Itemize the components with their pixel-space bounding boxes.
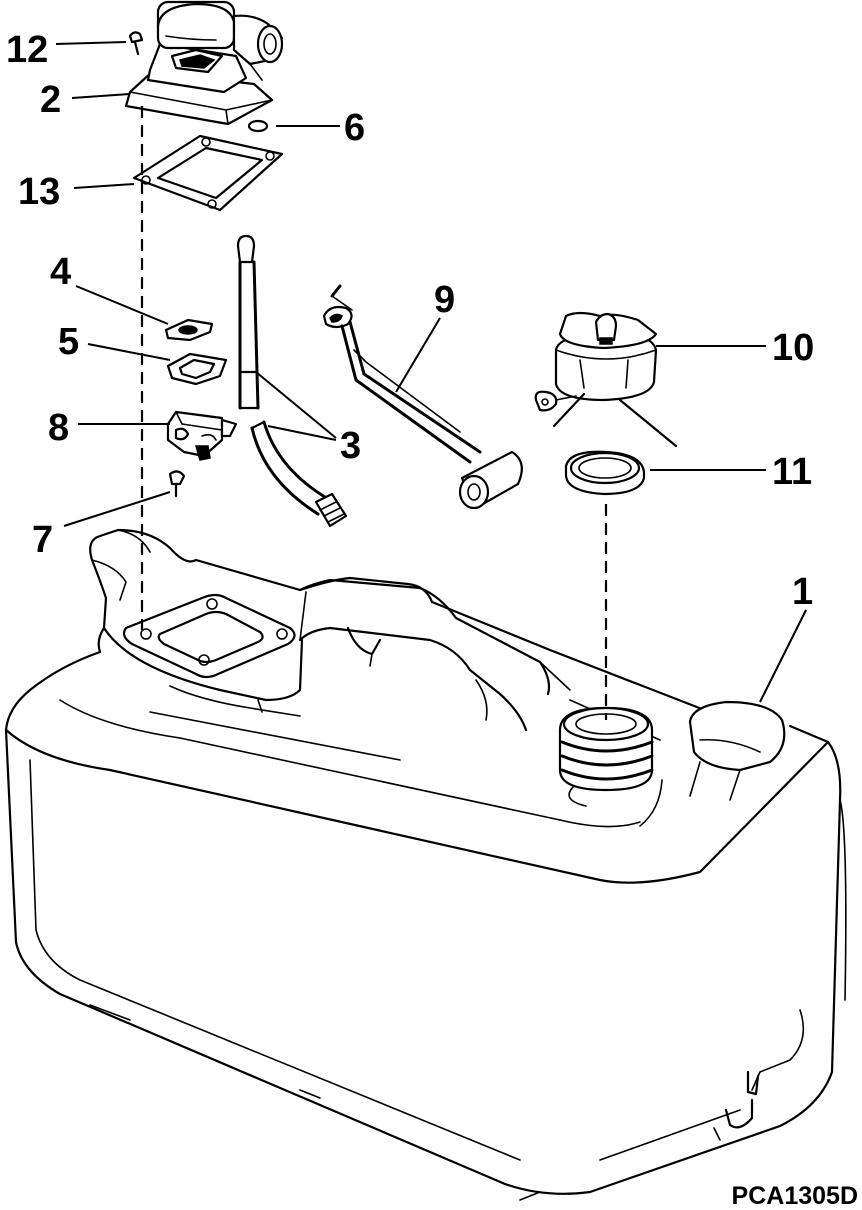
- fuel-tank: [4, 528, 847, 1201]
- o-ring: [247, 119, 269, 133]
- callout-12: 12: [6, 29, 48, 71]
- callout-11: 11: [772, 451, 812, 493]
- callout-5: 5: [58, 321, 79, 363]
- callout-8: 8: [48, 407, 69, 449]
- leader-lines: [55, 41, 807, 703]
- gasket: [132, 134, 284, 212]
- screw-7: [168, 470, 186, 498]
- callout-2: 2: [40, 79, 61, 121]
- callout-1: 1: [792, 571, 813, 613]
- filler-cap: [534, 311, 678, 448]
- callout-6: 6: [344, 107, 365, 149]
- callout-3: 3: [340, 425, 361, 467]
- check-valve-body-8: [166, 410, 238, 461]
- figure-code: PCA1305D: [732, 1182, 858, 1210]
- callout-9: 9: [434, 279, 455, 321]
- callout-7: 7: [32, 519, 53, 561]
- callout-13: 13: [18, 171, 60, 213]
- screw-12: [128, 31, 144, 56]
- fuel-connector-assembly: [124, 0, 284, 126]
- pickup-hose: [236, 234, 348, 528]
- valve-seat-5: [166, 352, 228, 386]
- callout-4: 4: [50, 251, 71, 293]
- filler-cap-seal: [564, 450, 646, 496]
- filler-neck: [558, 706, 654, 807]
- fuel-gauge-float-arm: [322, 284, 523, 510]
- valve-4: [164, 318, 214, 342]
- callout-10: 10: [772, 327, 814, 369]
